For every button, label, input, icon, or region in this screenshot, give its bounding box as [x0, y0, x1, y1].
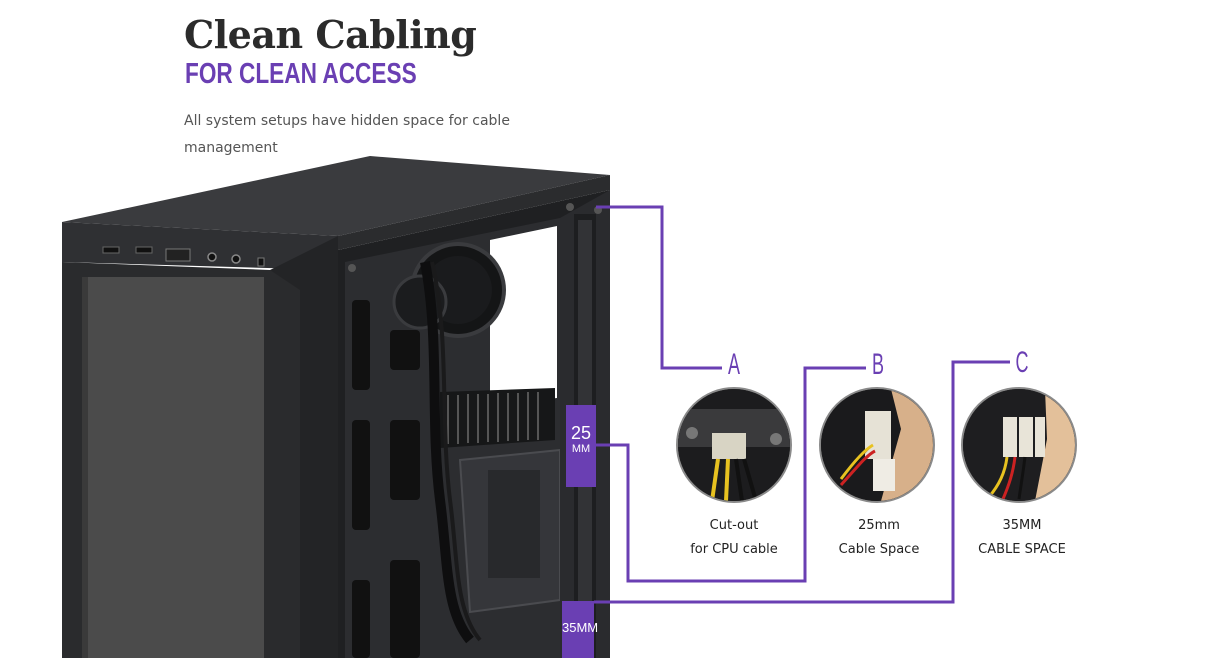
caption-25mm: 25mm Cable Space: [799, 514, 959, 562]
caption-cpu-cutout: Cut-out for CPU cable: [654, 514, 814, 562]
section-subtitle: FOR CLEAN ACCESS: [185, 58, 417, 90]
tag-25mm: 25 MM: [566, 424, 596, 456]
caption-c-line2: CABLE SPACE: [978, 542, 1066, 557]
caption-b-line1: 25mm: [858, 518, 900, 533]
detail-photo-35mm: [961, 387, 1077, 503]
tag-25mm-number: 25: [570, 423, 592, 443]
section-title: Clean Cabling: [184, 12, 477, 57]
caption-b-line2: Cable Space: [838, 542, 920, 557]
section-description: All system setups have hidden space for …: [184, 113, 510, 156]
callout-letter-b: B: [871, 348, 884, 381]
tag-25mm-unit: MM: [571, 443, 591, 455]
detail-photo-25mm: [819, 387, 935, 503]
caption-c-line1: 35MM: [1002, 518, 1042, 533]
caption-a-line1: Cut-out: [709, 518, 759, 533]
25mm-space-image: [821, 389, 933, 501]
callout-letter-c: C: [1015, 346, 1029, 379]
tag-35mm: 35MM: [562, 620, 599, 635]
callout-letter-a: A: [727, 348, 740, 381]
caption-35mm: 35MM CABLE SPACE: [942, 514, 1102, 562]
detail-photo-cpu-cutout: [676, 387, 792, 503]
caption-a-line2: for CPU cable: [690, 542, 778, 557]
35mm-space-image: [963, 389, 1075, 501]
cpu-connector-image: [678, 389, 790, 501]
